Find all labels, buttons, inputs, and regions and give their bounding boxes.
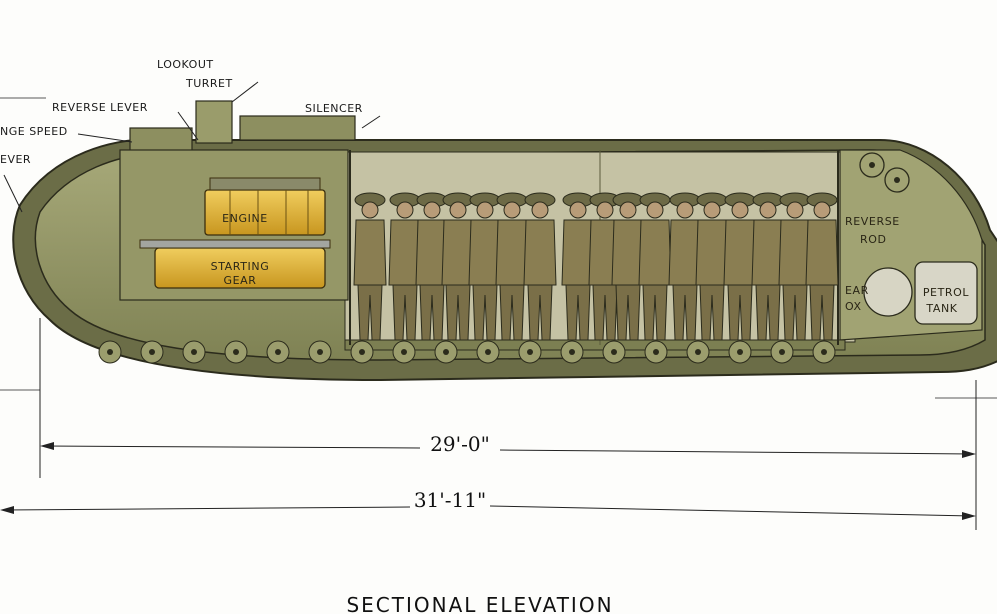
gear-box-label-2: OX [845,300,862,313]
soldier-figure [388,192,422,341]
diagram-caption: SECTIONAL ELEVATION [346,593,613,614]
soldier-figure [805,192,839,341]
soldier-figure [561,192,595,341]
roller-hub [317,349,323,355]
soldier-figure [611,192,645,341]
soldier-figure [353,192,387,341]
turret-label: TURRET [185,77,233,90]
soldier-figure [468,192,502,341]
lookout-turret [195,100,233,144]
roller-hub [401,349,407,355]
petrol-label: PETROL [923,286,970,299]
rod-label: ROD [860,233,887,246]
roller-hub [107,349,113,355]
roller-hub [779,349,785,355]
petrol-tank: PETROL TANK [914,261,978,325]
starting-label: STARTING [211,260,270,273]
inner-length-label: 29'-0" [430,432,490,456]
starting-gear: STARTING GEAR [139,239,331,289]
soldier-figure [638,192,672,341]
soldier-figure [778,192,812,341]
roller-hub [569,349,575,355]
roller-hub [611,349,617,355]
roller-hub [149,349,155,355]
gear-label: GEAR [223,274,256,287]
lookout-label: LOOKOUT [157,58,214,71]
roller-hub [443,349,449,355]
dimension-lines: 29'-0" 31'-11" [0,318,997,530]
engine-label: ENGINE [222,212,268,225]
roller-hub [359,349,365,355]
reverse-rod-gears [859,152,910,193]
soldier-figure [723,192,757,341]
soldier-figure [751,192,785,341]
outer-length-label: 31'-11" [414,488,486,512]
track-rollers [98,340,836,364]
silencer-label: SILENCER [305,102,363,115]
gear-box [863,267,913,317]
reverse-lever-label: REVERSE LEVER [52,101,148,114]
soldier-figure [668,192,702,341]
soldiers-group [353,192,839,341]
roller-hub [527,349,533,355]
soldier-figure [495,192,529,341]
gear-box-label-1: EAR [845,284,869,297]
soldier-figure [441,192,475,341]
roller-hub [233,349,239,355]
roller-hub [695,349,701,355]
reverse-label: REVERSE [845,215,900,228]
roof-rail [239,115,356,141]
soldier-figure [695,192,729,341]
tank-label: TANK [925,302,957,315]
roller-hub [275,349,281,355]
roller-hub [737,349,743,355]
hull-floor [344,339,846,351]
roller-hub [653,349,659,355]
callouts: LOOKOUT TURRET REVERSE LEVER SILENCER NG… [0,58,900,313]
roller-hub [821,349,827,355]
roller-hub [485,349,491,355]
soldier-figure [523,192,557,341]
engine-block: ENGINE [204,177,326,236]
lever-label: EVER [0,153,31,166]
roller-hub [191,349,197,355]
change-speed-label: NGE SPEED [0,125,68,138]
